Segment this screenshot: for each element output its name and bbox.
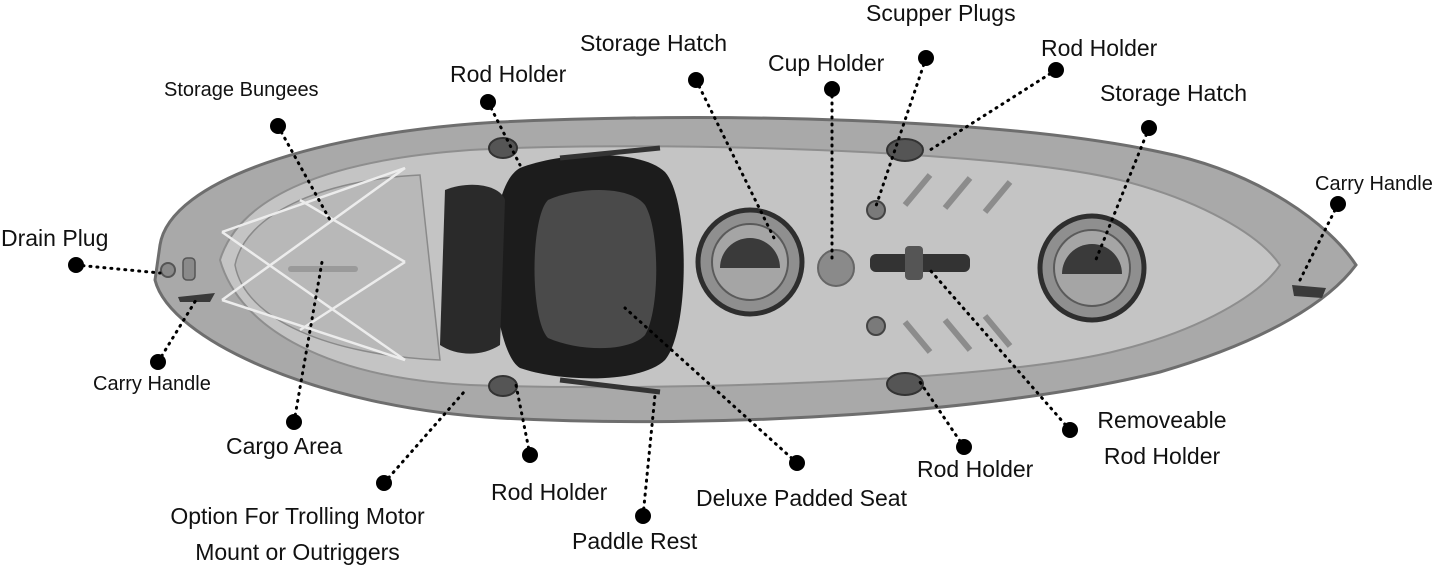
label-storage-hatch-center: Storage Hatch (580, 30, 728, 56)
seat-bag (440, 184, 505, 354)
label-scupper-plugs: Scupper Plugs (866, 0, 1016, 26)
leader-removeable (928, 268, 1072, 432)
removeable-rod-holder-mount (905, 246, 923, 280)
leader-rod-holder-rear-bottom (918, 380, 966, 449)
marker-storage-hatch-center (688, 72, 704, 88)
label-storage-hatch-rear: Storage Hatch (1100, 80, 1248, 106)
label-rod-holder-front: Rod Holder (450, 61, 567, 87)
front-carry-handle-shape (178, 293, 215, 302)
seat-pad (534, 190, 657, 349)
cargo-rib (288, 266, 358, 272)
rear-carry-handle-shape (1292, 285, 1326, 298)
marker-rod-holder-front (480, 94, 496, 110)
scupper-plug-bottom-shape (866, 316, 886, 336)
leader-trolling (382, 390, 466, 485)
storage-bungees-shape (221, 166, 406, 362)
leader-rod-holder-bottom (513, 378, 532, 457)
label-rod-holder-rear-bottom: Rod Holder (917, 456, 1034, 482)
label-cargo-area: Cargo Area (226, 433, 343, 459)
label-trolling-line2: Mount or Outriggers (195, 539, 400, 565)
label-deluxe-seat: Deluxe Padded Seat (696, 485, 907, 511)
markers (68, 50, 1346, 524)
marker-drain-plug (68, 257, 84, 273)
marker-storage-hatch-rear (1141, 120, 1157, 136)
paddle-rest-shape (559, 377, 661, 395)
front-pad-eye (182, 257, 196, 281)
marker-rod-holder-rear-bottom (956, 439, 972, 455)
scupper-plug-top-shape (866, 200, 886, 220)
leader-storage-hatch-center (694, 78, 777, 242)
rod-holder-front-top-shape (488, 137, 518, 159)
label-removeable-line2: Rod Holder (1103, 443, 1221, 469)
leader-storage-hatch-rear (1093, 126, 1151, 264)
marker-trolling (376, 475, 392, 491)
leader-carry-handle-front (156, 298, 198, 364)
rod-holder-front-bottom-shape (488, 375, 518, 397)
leader-scupper-plugs (874, 56, 928, 208)
marker-rod-holder-bottom (522, 447, 538, 463)
leader-paddle-rest (641, 393, 657, 518)
leader-drain-plug (74, 263, 162, 275)
leader-storage-bungees (276, 124, 332, 222)
label-rod-holder-bottom: Rod Holder (491, 479, 608, 505)
marker-cup-holder (824, 81, 840, 97)
label-trolling-option: Option For Trolling Motor Mount or Outri… (155, 498, 440, 570)
label-storage-bungees: Storage Bungees (164, 79, 319, 101)
marker-cargo-area (286, 414, 302, 430)
label-paddle-rest: Paddle Rest (572, 528, 698, 554)
label-carry-handle-front: Carry Handle (93, 373, 211, 395)
label-removeable-rod-holder: Removeable Rod Holder (1084, 402, 1240, 474)
leader-cargo-area (292, 260, 324, 424)
rod-holder-rear-bottom-shape (886, 372, 924, 396)
storage-hatch-rear-latch (1062, 244, 1122, 274)
label-rod-holder-rear-top: Rod Holder (1041, 35, 1158, 61)
leader-carry-handle-rear (1298, 202, 1340, 282)
marker-rod-holder-rear-top (1048, 62, 1064, 78)
storage-hatch-center-latch (720, 238, 780, 268)
label-cup-holder: Cup Holder (768, 50, 885, 76)
drain-plug-shape (160, 262, 176, 278)
leader-lines (74, 56, 1340, 518)
label-drain-plug: Drain Plug (1, 225, 109, 251)
cup-holder-shape (817, 249, 855, 287)
marker-paddle-rest (635, 508, 651, 524)
label-removeable-line1: Removeable (1097, 407, 1227, 433)
marker-removeable (1062, 422, 1078, 438)
marker-carry-handle-front (150, 354, 166, 370)
label-carry-handle-rear: Carry Handle (1315, 173, 1433, 195)
marker-scupper-plugs (918, 50, 934, 66)
marker-deluxe-seat (789, 455, 805, 471)
leader-rod-holder-front (486, 100, 522, 167)
foot-ridges (902, 173, 1013, 354)
marker-carry-handle-rear (1330, 196, 1346, 212)
paddle-keeper-shape (559, 145, 661, 161)
label-trolling-line1: Option For Trolling Motor (170, 503, 425, 529)
marker-storage-bungees (270, 118, 286, 134)
